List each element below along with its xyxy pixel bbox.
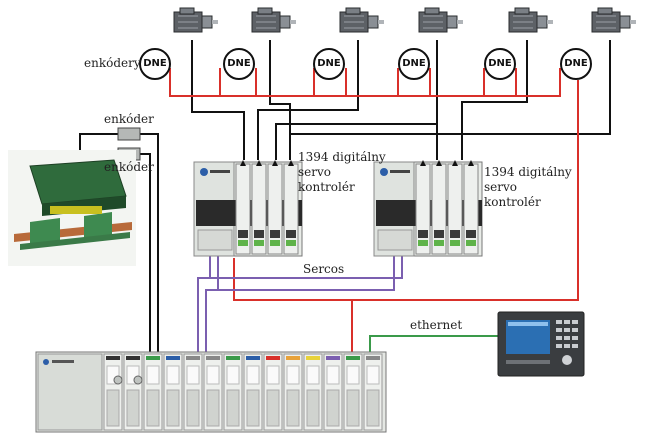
dne-encoder-icon: DNE [560, 48, 592, 80]
label-servo-controller-2-line-3: kontrolér [484, 195, 541, 209]
label-ethernet: ethernet [410, 318, 463, 332]
sercos-ring [197, 255, 403, 352]
dne-encoder-icon: DNE [139, 48, 171, 80]
label-servo-controller-2-line-1: 1394 digitálny [484, 165, 572, 179]
servo-motor-icon [173, 7, 218, 33]
hmi-terminal-icon [497, 311, 585, 377]
label-servo-controller-1-line-3: kontrolér [298, 180, 355, 194]
servo-motors [173, 7, 636, 33]
servo-motor-icon [508, 7, 553, 33]
motor-cables [191, 40, 611, 160]
servo-motor-icon [418, 7, 463, 33]
label-sercos: Sercos [303, 262, 345, 276]
plc-rack-icon [35, 351, 387, 433]
dne-encoder-icon: DNE [484, 48, 516, 80]
linear-motor-machine-icon [8, 150, 136, 266]
label-encoders: enkódery [84, 56, 141, 70]
servo-motor-icon [251, 7, 296, 33]
servo-motor-icon [591, 7, 636, 33]
dne-encoder-icon: DNE [313, 48, 345, 80]
label-encoder-2: enkóder [104, 160, 154, 174]
label-servo-controller-1-line-1: 1394 digitálny [298, 150, 386, 164]
label-encoder-1: enkóder [104, 112, 154, 126]
servo-drive-1 [193, 160, 303, 257]
encoder-module-1 [117, 127, 141, 141]
servo-drive-2 [373, 160, 483, 257]
label-servo-controller-1-line-2: servo [298, 165, 331, 179]
servo-motor-icon [339, 7, 384, 33]
dne-encoder-icon: DNE [398, 48, 430, 80]
dne-encoder-icon: DNE [223, 48, 255, 80]
label-servo-controller-2-line-2: servo [484, 180, 517, 194]
ethernet-cable [369, 335, 500, 352]
